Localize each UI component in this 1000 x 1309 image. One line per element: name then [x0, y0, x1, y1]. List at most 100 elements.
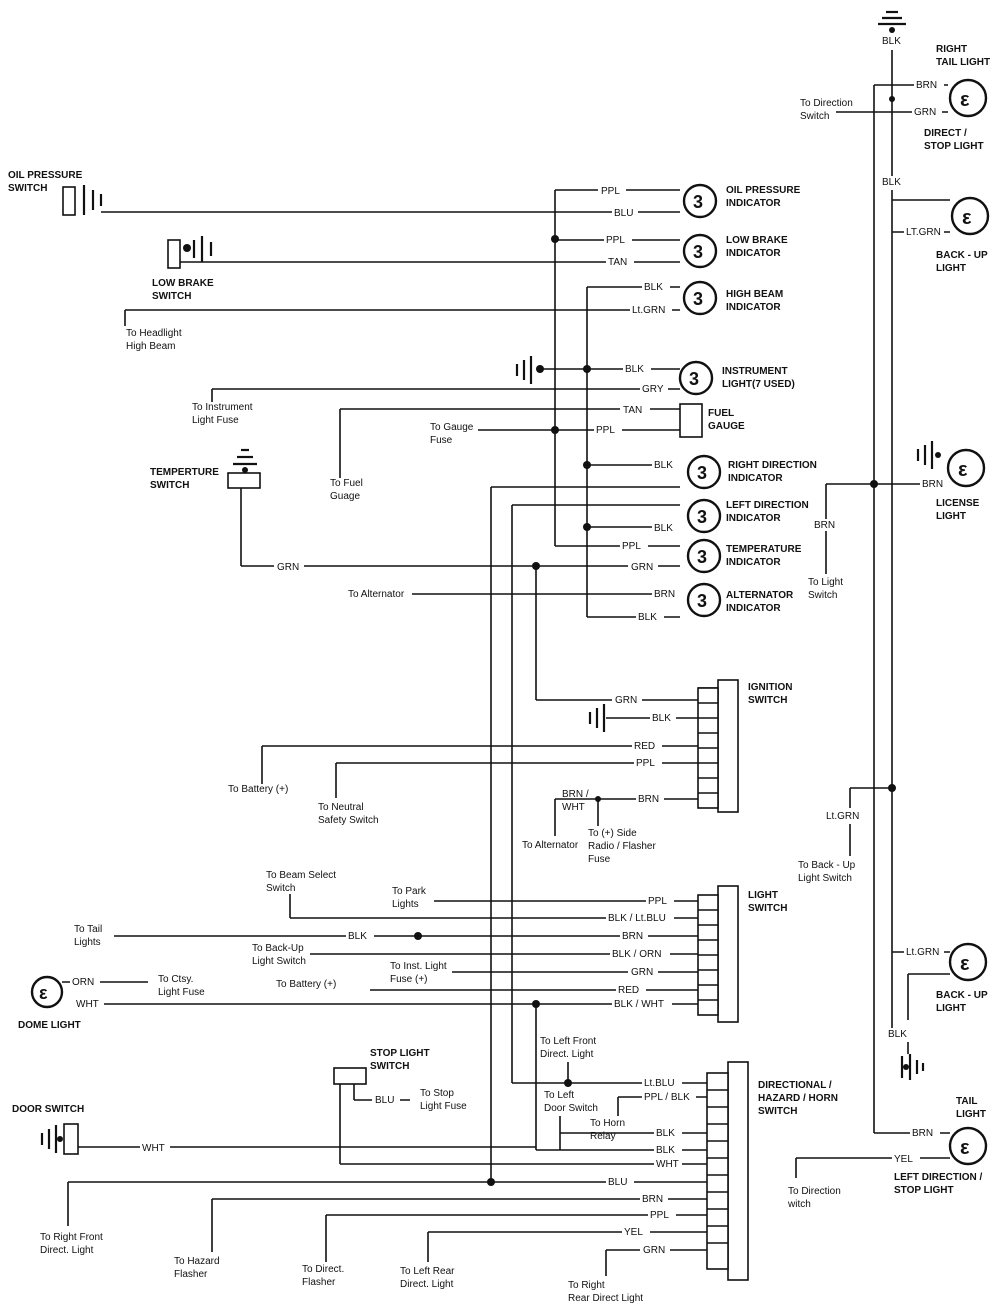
ground-symbol-license [916, 441, 941, 469]
wire-ppl-blk-dir: PPL / BLK [644, 1092, 690, 1103]
svg-text:3: 3 [697, 507, 707, 527]
left-direction-indicator-bulb: 3 [686, 498, 722, 534]
instrument-light-bulb: 3 [678, 360, 714, 396]
directional-switch-connector [706, 1061, 749, 1281]
wire-blu-oil: BLU [614, 208, 633, 219]
wire-wht-door: WHT [142, 1143, 165, 1154]
wire-blk-ls: BLK [348, 931, 367, 942]
wire-brn-ign: BRN [638, 794, 659, 805]
wire-blk-hb: BLK [644, 282, 663, 293]
wire-ltgrn-bu1: LT.GRN [906, 227, 941, 238]
wire-ppl-fuel: PPL [596, 425, 615, 436]
to-ctsy-light-fuse-note: To Ctsy.Light Fuse [158, 974, 205, 998]
svg-text:3: 3 [693, 242, 703, 262]
back-up-light-bottom-bulb: ε [948, 942, 988, 982]
dome-light-label: DOME LIGHT [18, 1020, 81, 1031]
ground-symbol-tail [900, 1054, 925, 1080]
wire-brn-wht-ign: BRN /WHT [562, 789, 589, 813]
wire-ltgrn-hb: Lt.GRN [632, 305, 665, 316]
to-direct-flasher-note: To Direct.Flasher [302, 1264, 344, 1288]
wire-ppl-ls: PPL [648, 896, 667, 907]
alternator-indicator-bulb: 3 [686, 582, 722, 618]
wire-grn-rtl: GRN [914, 107, 936, 118]
right-tail-light-bulb: ε [948, 78, 988, 118]
ground-symbol-ignition [588, 704, 606, 732]
door-switch [40, 1123, 79, 1155]
wire-blk-top: BLK [882, 36, 901, 47]
svg-text:3: 3 [693, 289, 703, 309]
wire-blk-tail: BLK [888, 1029, 907, 1040]
low-brake-indicator-bulb: 3 [682, 233, 718, 269]
right-direction-indicator-bulb: 3 [686, 454, 722, 490]
wire-grn-temp: GRN [631, 562, 653, 573]
wire-ppl-brake: PPL [606, 235, 625, 246]
wire-blu-dir: BLU [608, 1177, 627, 1188]
dome-light-bulb: ε [30, 975, 64, 1009]
wire-yel-tail: YEL [894, 1154, 913, 1165]
wire-blk-inst: BLK [625, 364, 644, 375]
wire-blk-ign: BLK [652, 713, 671, 724]
svg-text:3: 3 [697, 463, 707, 483]
wire-tan-brake: TAN [608, 257, 627, 268]
svg-text:ε: ε [962, 207, 972, 229]
to-battery-note-2: To Battery (+) [276, 979, 336, 990]
tail-light-bulb: ε [948, 1126, 988, 1166]
wire-brn-lic-v: BRN [814, 520, 835, 531]
wire-blk-rdir: BLK [654, 460, 673, 471]
wire-grn-dir: GRN [643, 1245, 665, 1256]
svg-text:ε: ε [960, 89, 970, 111]
wire-red-ls: RED [618, 985, 639, 996]
wire-ltgrn-bu-mid: Lt.GRN [826, 811, 859, 822]
wire-ppl-dir: PPL [650, 1210, 669, 1221]
wire-orn-dome: ORN [72, 977, 94, 988]
wire-grn-temp-left: GRN [277, 562, 299, 573]
wire-brn-tail: BRN [912, 1128, 933, 1139]
wire-ltgrn-bu2: Lt.GRN [906, 947, 939, 958]
wire-brn-alt: BRN [654, 589, 675, 600]
fuel-gauge-box [679, 403, 703, 438]
svg-text:3: 3 [697, 591, 707, 611]
direct-stop-light-label: DIRECT /STOP LIGHT [924, 128, 984, 152]
wire-gry-inst: GRY [642, 384, 664, 395]
wire-blk-orn-ls: BLK / ORN [612, 949, 661, 960]
back-up-light-top-bulb: ε [950, 196, 990, 236]
svg-text:3: 3 [689, 369, 699, 389]
temperature-indicator-bulb: 3 [686, 538, 722, 574]
svg-text:ε: ε [39, 983, 48, 1003]
wire-blk-dir-1: BLK [656, 1128, 675, 1139]
to-alternator-note-2: To Alternator [522, 840, 579, 851]
wire-ppl-oil: PPL [601, 186, 620, 197]
light-switch-connector [697, 885, 739, 1023]
svg-text:ε: ε [960, 953, 970, 975]
